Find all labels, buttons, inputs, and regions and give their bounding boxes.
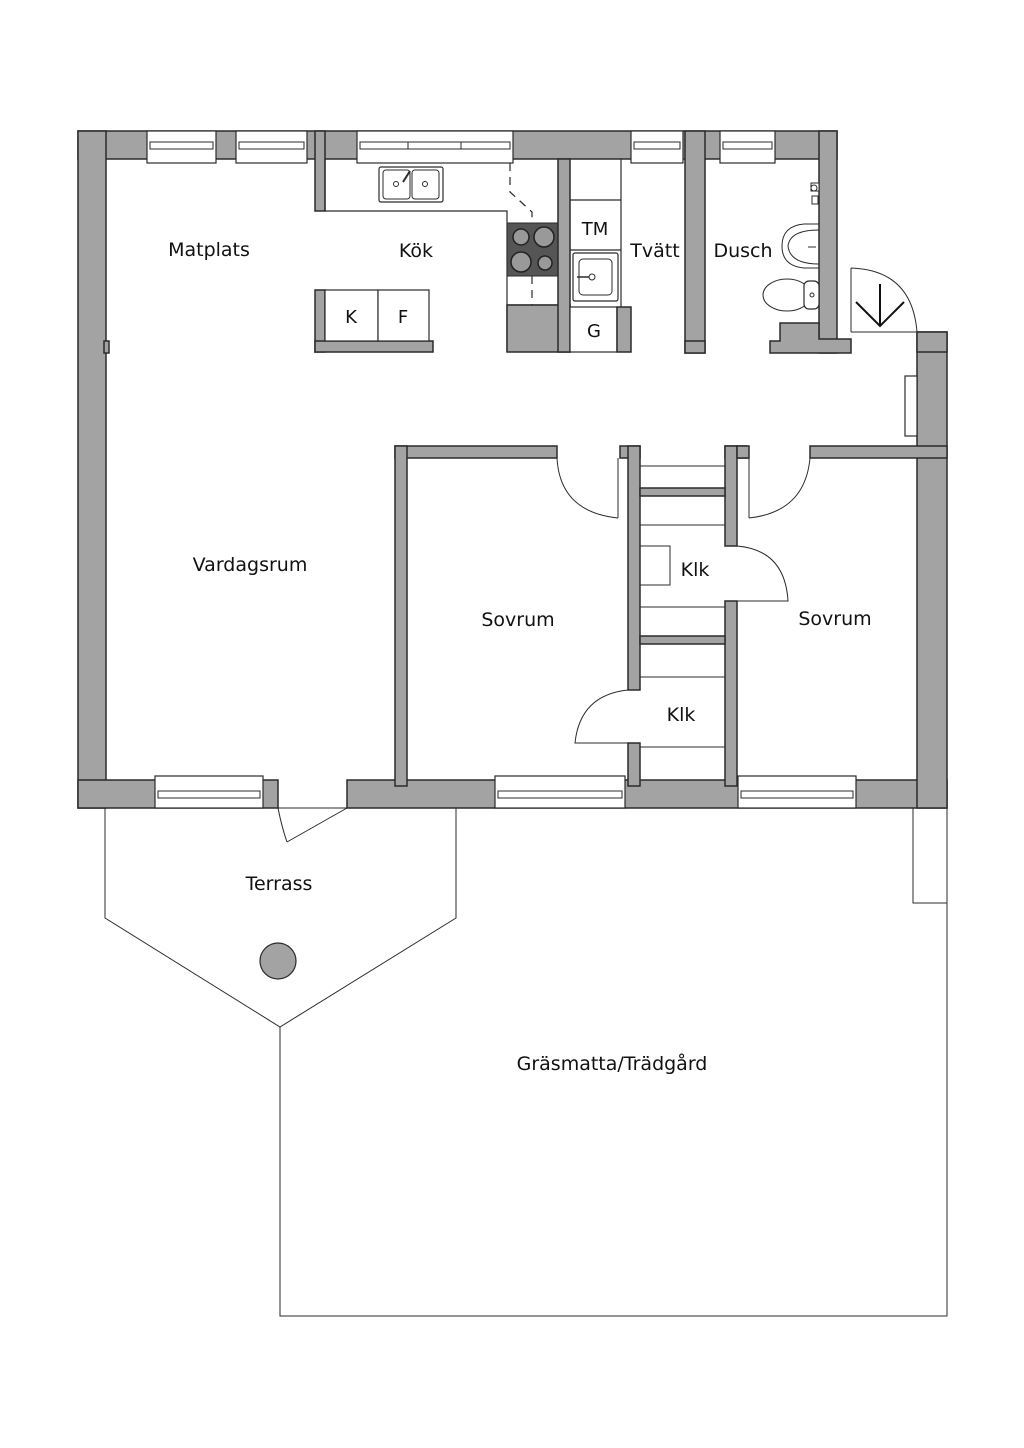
sovrum-left-top-wall xyxy=(394,445,558,459)
door-swing-icon xyxy=(556,457,619,519)
washbasin-icon xyxy=(781,223,820,269)
kitchen-wall-stub xyxy=(314,130,326,212)
sovrum-right-top-left xyxy=(736,445,750,459)
closet-shelf-wall-1 xyxy=(639,487,726,497)
door-swing-icon xyxy=(748,457,811,519)
window-icon xyxy=(154,775,264,809)
tvatt-dusch-wall xyxy=(684,130,706,354)
entrance-arrow-icon xyxy=(855,284,905,328)
closet-wall-left-upper xyxy=(627,445,641,691)
door-swing-icon xyxy=(277,807,348,843)
window-icon xyxy=(494,775,626,809)
room-labels: Matplats Kök Tvätt Dusch Vardagsrum Sovr… xyxy=(168,239,872,1075)
door-swing-icon xyxy=(574,689,629,744)
shower-icon xyxy=(810,182,820,205)
room-label-matplats: Matplats xyxy=(168,239,250,261)
window-icon xyxy=(737,775,857,809)
closet-wall-left-lower xyxy=(627,742,641,787)
closet-shelf-wall-2 xyxy=(639,635,726,645)
wall-left-notch xyxy=(103,340,110,354)
outdoor-areas xyxy=(104,807,948,1317)
tvatt-dusch-wall-foot xyxy=(684,340,706,354)
room-label-dusch: Dusch xyxy=(713,240,772,262)
fridge-box xyxy=(324,289,379,342)
bedroom-walls xyxy=(394,445,948,787)
sovrum-right-top-wall xyxy=(809,445,948,459)
window-icon xyxy=(630,130,684,164)
kyl-label: K xyxy=(345,307,358,328)
kitchen-tvatt-wall xyxy=(557,158,571,353)
room-label-sovrum-right: Sovrum xyxy=(798,608,871,630)
kf-wall-bottom xyxy=(314,340,434,353)
wall-left xyxy=(77,130,107,809)
garderob-box xyxy=(569,306,618,353)
bathroom xyxy=(762,182,852,354)
sovrum-left-left-wall xyxy=(394,445,408,787)
room-label-tradgard: Gräsmatta/Trädgård xyxy=(517,1052,708,1075)
terrace-post-icon xyxy=(259,942,297,980)
garderob-wall xyxy=(616,306,632,353)
kitchen: K F xyxy=(314,130,571,353)
toilet-icon xyxy=(762,278,820,312)
window-icon xyxy=(235,130,308,164)
hall-wardrobe xyxy=(904,375,918,437)
room-label-klk-upper: Klk xyxy=(681,559,710,581)
room-label-sovrum-left: Sovrum xyxy=(481,609,554,631)
closet-wall-right-lower xyxy=(724,600,738,787)
stove-icon xyxy=(506,222,559,277)
windows xyxy=(146,130,857,809)
closet-shelf xyxy=(639,545,671,586)
garderob-label: G xyxy=(587,321,601,342)
window-icon xyxy=(356,130,514,164)
room-label-tvatt: Tvätt xyxy=(629,240,679,262)
room-label-kok: Kök xyxy=(399,240,433,262)
sink-icon xyxy=(378,166,444,203)
counter-dashed xyxy=(509,163,533,225)
room-label-klk-lower: Klk xyxy=(667,704,696,726)
room-label-vardagsrum: Vardagsrum xyxy=(193,554,308,576)
frys-label: F xyxy=(398,307,408,328)
entrance-door xyxy=(850,267,918,437)
wall-dusch-right xyxy=(818,130,838,354)
wall-right xyxy=(916,331,948,809)
window-icon xyxy=(719,130,776,164)
terrace-outline xyxy=(104,808,457,1028)
closet-wall-right-upper xyxy=(724,445,738,547)
sink-icon xyxy=(572,252,619,302)
garden-outline xyxy=(279,808,948,1317)
laundry: TM G xyxy=(569,130,706,354)
room-label-terrass: Terrass xyxy=(245,873,313,895)
tvattmaskin-label: TM xyxy=(581,219,609,240)
wall-right-top xyxy=(916,331,948,353)
wall-bottom-2 xyxy=(346,779,948,809)
dusch-bottom-wall xyxy=(769,322,852,354)
garden-shed xyxy=(912,807,948,904)
door-swing-icon xyxy=(736,545,789,602)
freezer-box xyxy=(377,289,430,342)
window-icon xyxy=(146,130,217,164)
